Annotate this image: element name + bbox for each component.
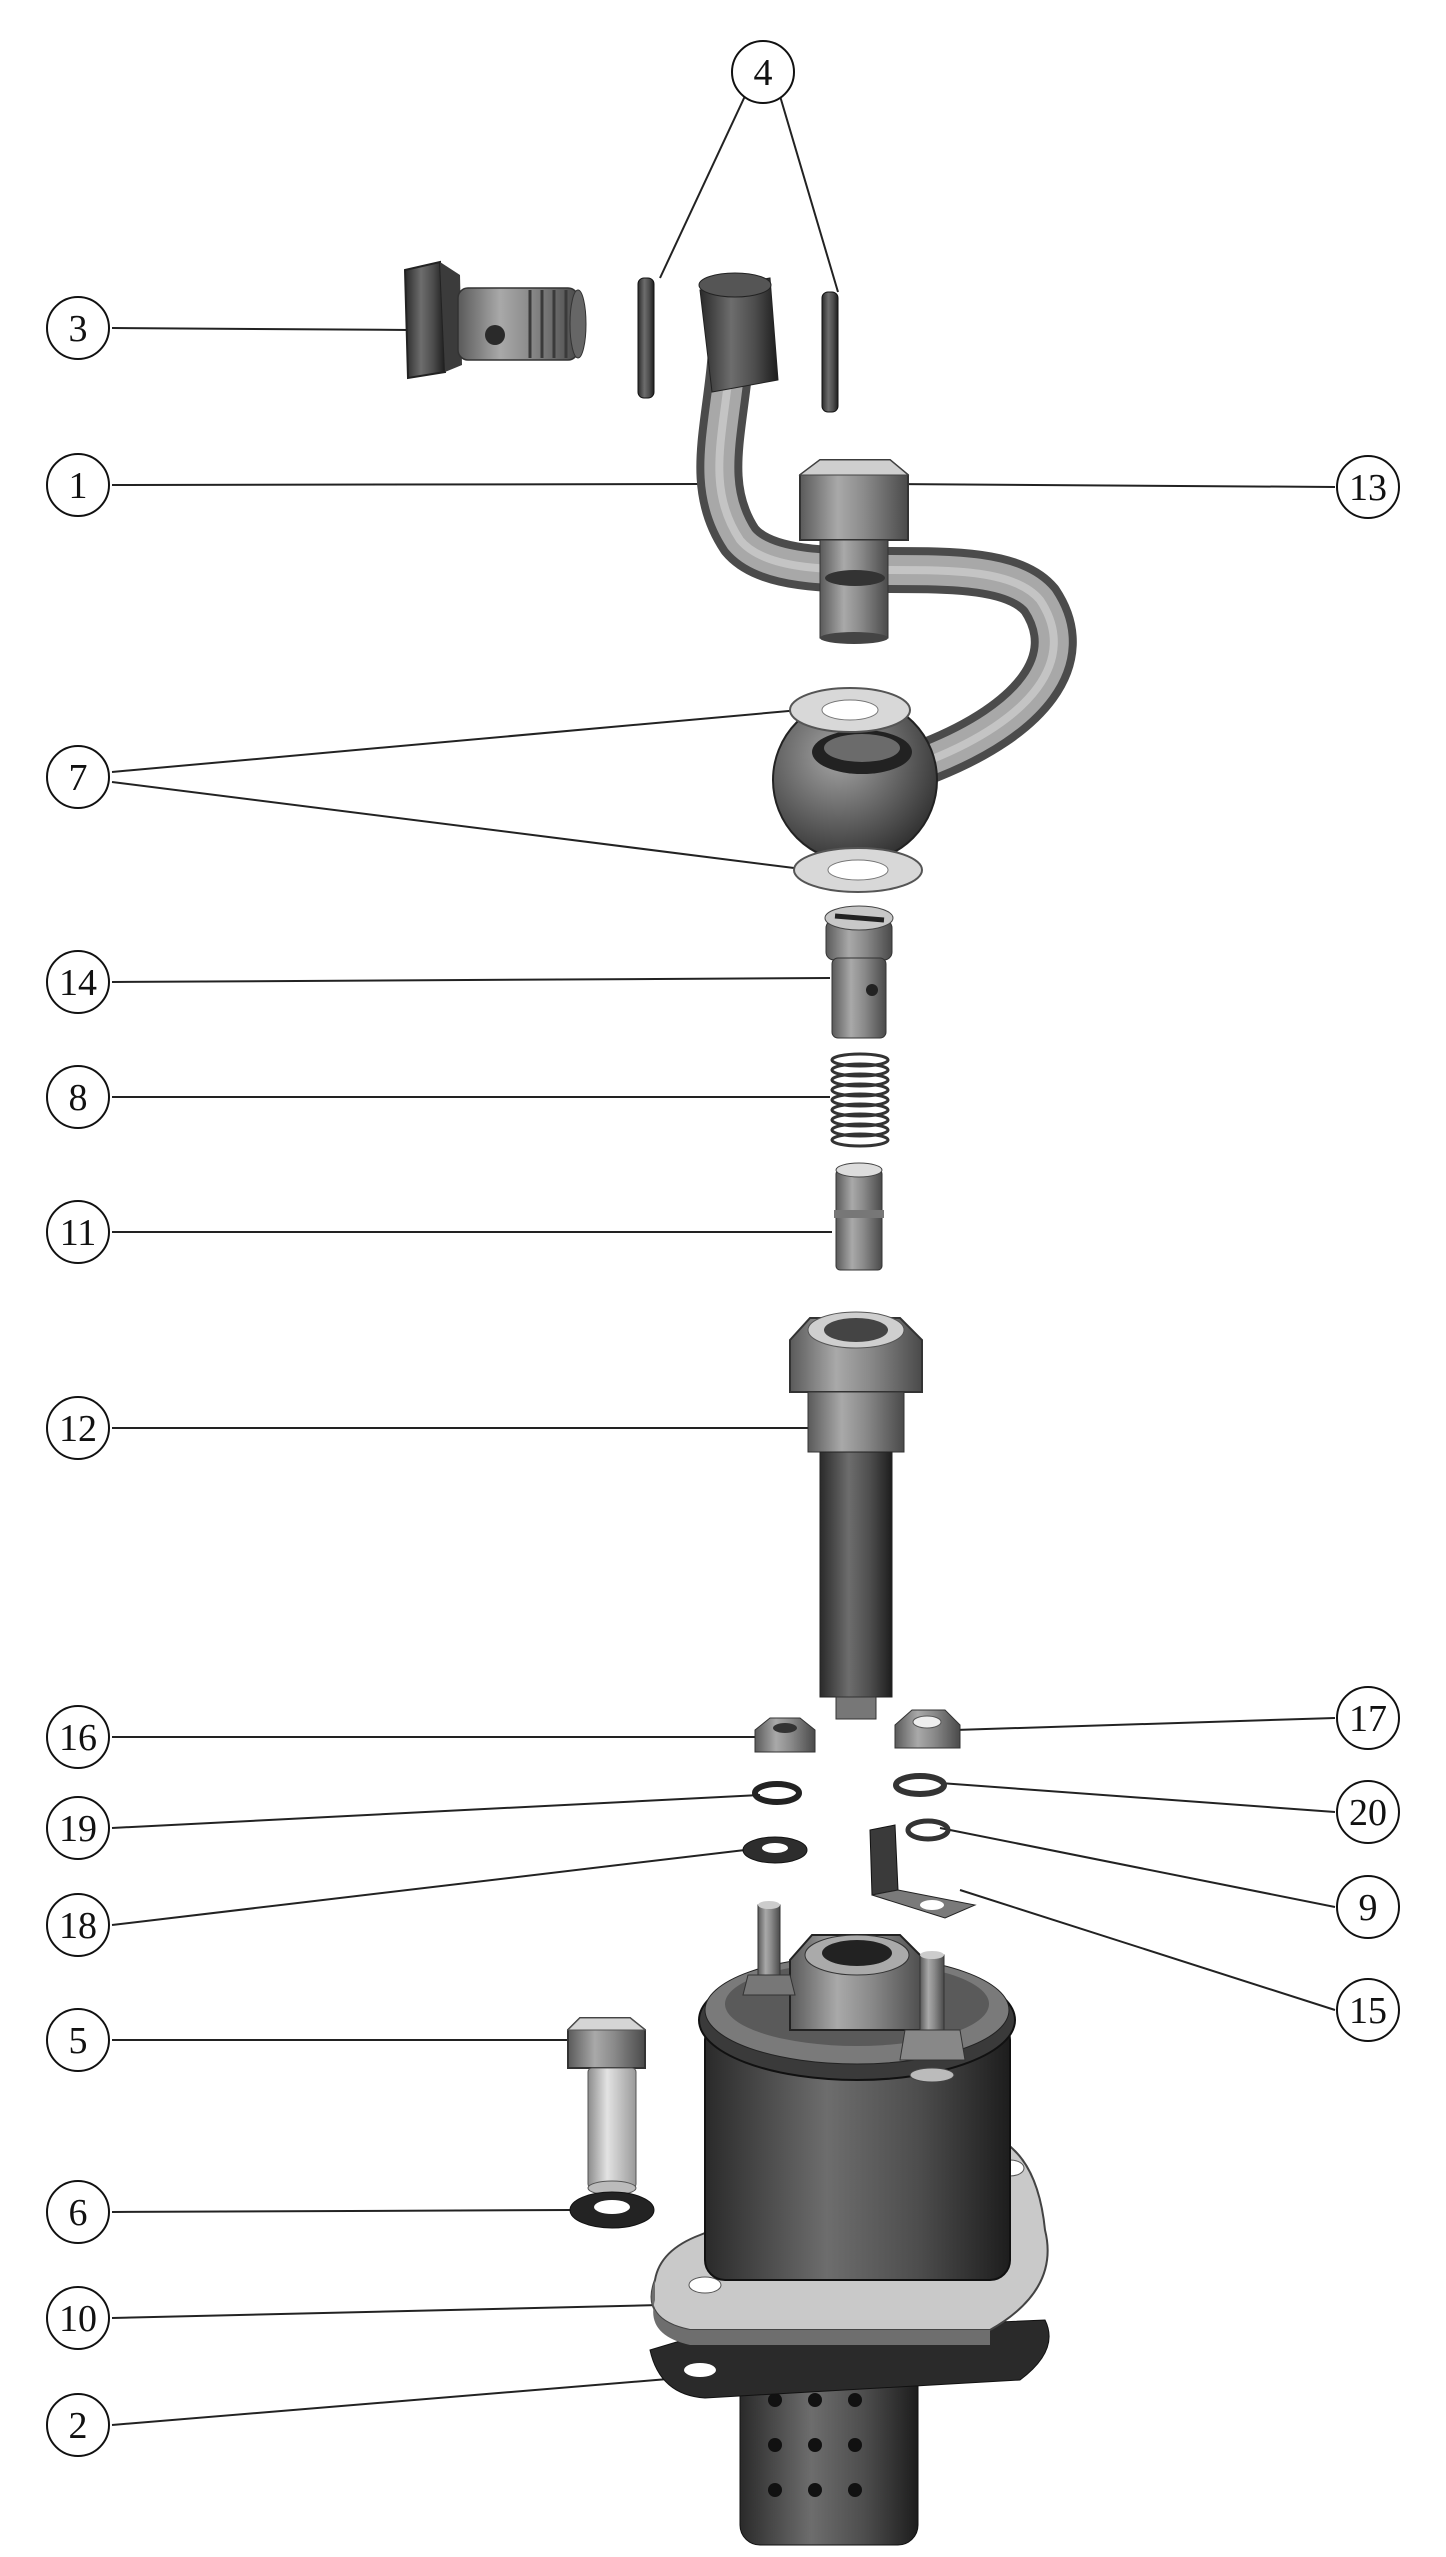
leader-line-6: [111, 2209, 571, 2213]
leader-line-4a: [659, 95, 746, 279]
callout-4: 4: [731, 40, 795, 104]
callout-17: 17: [1336, 1686, 1400, 1750]
leader-line-17: [954, 1717, 1336, 1731]
leader-lines: [111, 95, 1336, 2426]
svg-text:9: 9: [1359, 1887, 1378, 1929]
nozzle-holder-part-12: [789, 1311, 923, 1720]
bracket-part-15: [869, 1824, 977, 1919]
svg-text:12: 12: [59, 1408, 97, 1450]
leader-line-15: [959, 1889, 1336, 2011]
callout-7: 7: [46, 745, 110, 809]
lock-washer-part-6: [569, 2191, 655, 2229]
callout-20: 20: [1336, 1780, 1400, 1844]
svg-text:7: 7: [69, 757, 88, 799]
svg-text:13: 13: [1349, 467, 1387, 509]
spring-part-8: [830, 1052, 890, 1148]
leader-line-13: [889, 483, 1336, 488]
flat-washer-part-18: [742, 1836, 808, 1864]
svg-text:2: 2: [69, 2405, 88, 2447]
leader-line-1: [111, 483, 701, 486]
leader-line-19: [111, 1794, 761, 1829]
flat-washer-part-7: [789, 687, 923, 893]
svg-text:17: 17: [1349, 1698, 1387, 1740]
leader-line-20: [939, 1782, 1336, 1813]
seal-washer-part-4: [637, 277, 839, 413]
svg-text:18: 18: [59, 1905, 97, 1947]
leader-line-9: [939, 1827, 1336, 1908]
svg-text:16: 16: [59, 1717, 97, 1759]
svg-text:3: 3: [69, 308, 88, 350]
leader-line-2: [111, 2377, 681, 2426]
callout-13: 13: [1336, 455, 1400, 519]
hex-nut-part-16: [754, 1717, 816, 1753]
callout-8: 8: [46, 1065, 110, 1129]
svg-text:5: 5: [69, 2020, 88, 2062]
callout-18: 18: [46, 1893, 110, 1957]
leader-line-18: [111, 1849, 746, 1926]
svg-text:4: 4: [754, 52, 773, 94]
hex-bolt-part-13: [798, 459, 910, 644]
svg-text:14: 14: [59, 962, 97, 1004]
callout-1: 1: [46, 453, 110, 517]
svg-text:10: 10: [59, 2298, 97, 2340]
leader-line-4b: [779, 95, 839, 293]
hex-bolt-part-5: [566, 2017, 647, 2196]
svg-text:8: 8: [69, 1077, 88, 1119]
svg-text:1: 1: [69, 465, 88, 507]
callout-10: 10: [46, 2286, 110, 2350]
leader-line-10: [111, 2304, 661, 2319]
spring-washer-part-19: [752, 1781, 802, 1805]
fuel-pipe-part: [696, 272, 1077, 863]
leader-line-7b: [111, 781, 811, 871]
leader-line-3: [111, 327, 411, 331]
nozzle-tip-part-2: [649, 2319, 1050, 2546]
svg-text:20: 20: [1349, 1792, 1387, 1834]
injector-body: [698, 1901, 1016, 2281]
ring-part-9: [905, 1818, 951, 1842]
callout-6: 6: [46, 2180, 110, 2244]
hex-nut-part-17: [894, 1709, 961, 1749]
callout-2: 2: [46, 2393, 110, 2457]
svg-text:6: 6: [69, 2192, 88, 2234]
callout-19: 19: [46, 1796, 110, 1860]
svg-text:19: 19: [59, 1808, 97, 1850]
callout-16: 16: [46, 1705, 110, 1769]
plunger-part-11: [834, 1162, 884, 1271]
spring-washer-part-20: [893, 1773, 947, 1797]
valve-part-14: [824, 905, 894, 1039]
banjo-bolt-part: [403, 260, 587, 380]
callout-11: 11: [46, 1200, 110, 1264]
svg-text:11: 11: [60, 1212, 97, 1254]
callout-15: 15: [1336, 1978, 1400, 2042]
callout-3: 3: [46, 296, 110, 360]
leader-line-14: [111, 977, 831, 983]
leader-line-7a: [111, 709, 801, 773]
callout-9: 9: [1336, 1875, 1400, 1939]
callout-5: 5: [46, 2008, 110, 2072]
callout-14: 14: [46, 950, 110, 1014]
svg-text:15: 15: [1349, 1990, 1387, 2032]
callout-12: 12: [46, 1396, 110, 1460]
